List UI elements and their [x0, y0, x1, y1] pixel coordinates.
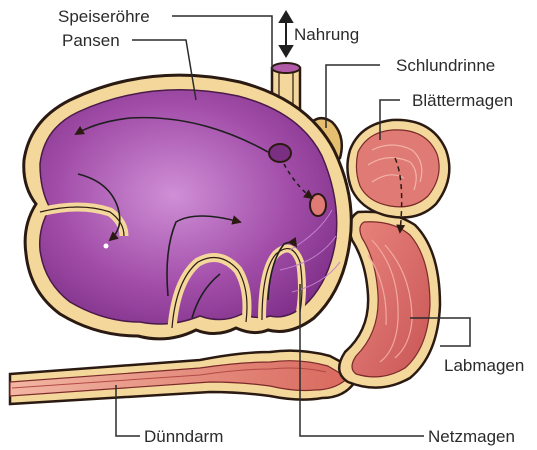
label-pansen: Pansen: [62, 31, 120, 50]
label-schlundrinne: Schlundrinne: [396, 56, 495, 75]
label-nahrung: Nahrung: [294, 25, 359, 44]
nahrung-arrow: [280, 12, 292, 56]
label-speiseroehre: Speiseröhre: [58, 7, 150, 26]
label-netzmagen: Netzmagen: [428, 427, 515, 446]
label-labmagen: Labmagen: [444, 356, 524, 375]
label-duenndarm: Dünndarm: [144, 427, 223, 446]
labmagen-shape: [339, 212, 440, 388]
label-blaettermagen: Blättermagen: [412, 91, 513, 110]
pansen-shape: [24, 75, 352, 339]
duenndarm-shape: [10, 351, 360, 404]
